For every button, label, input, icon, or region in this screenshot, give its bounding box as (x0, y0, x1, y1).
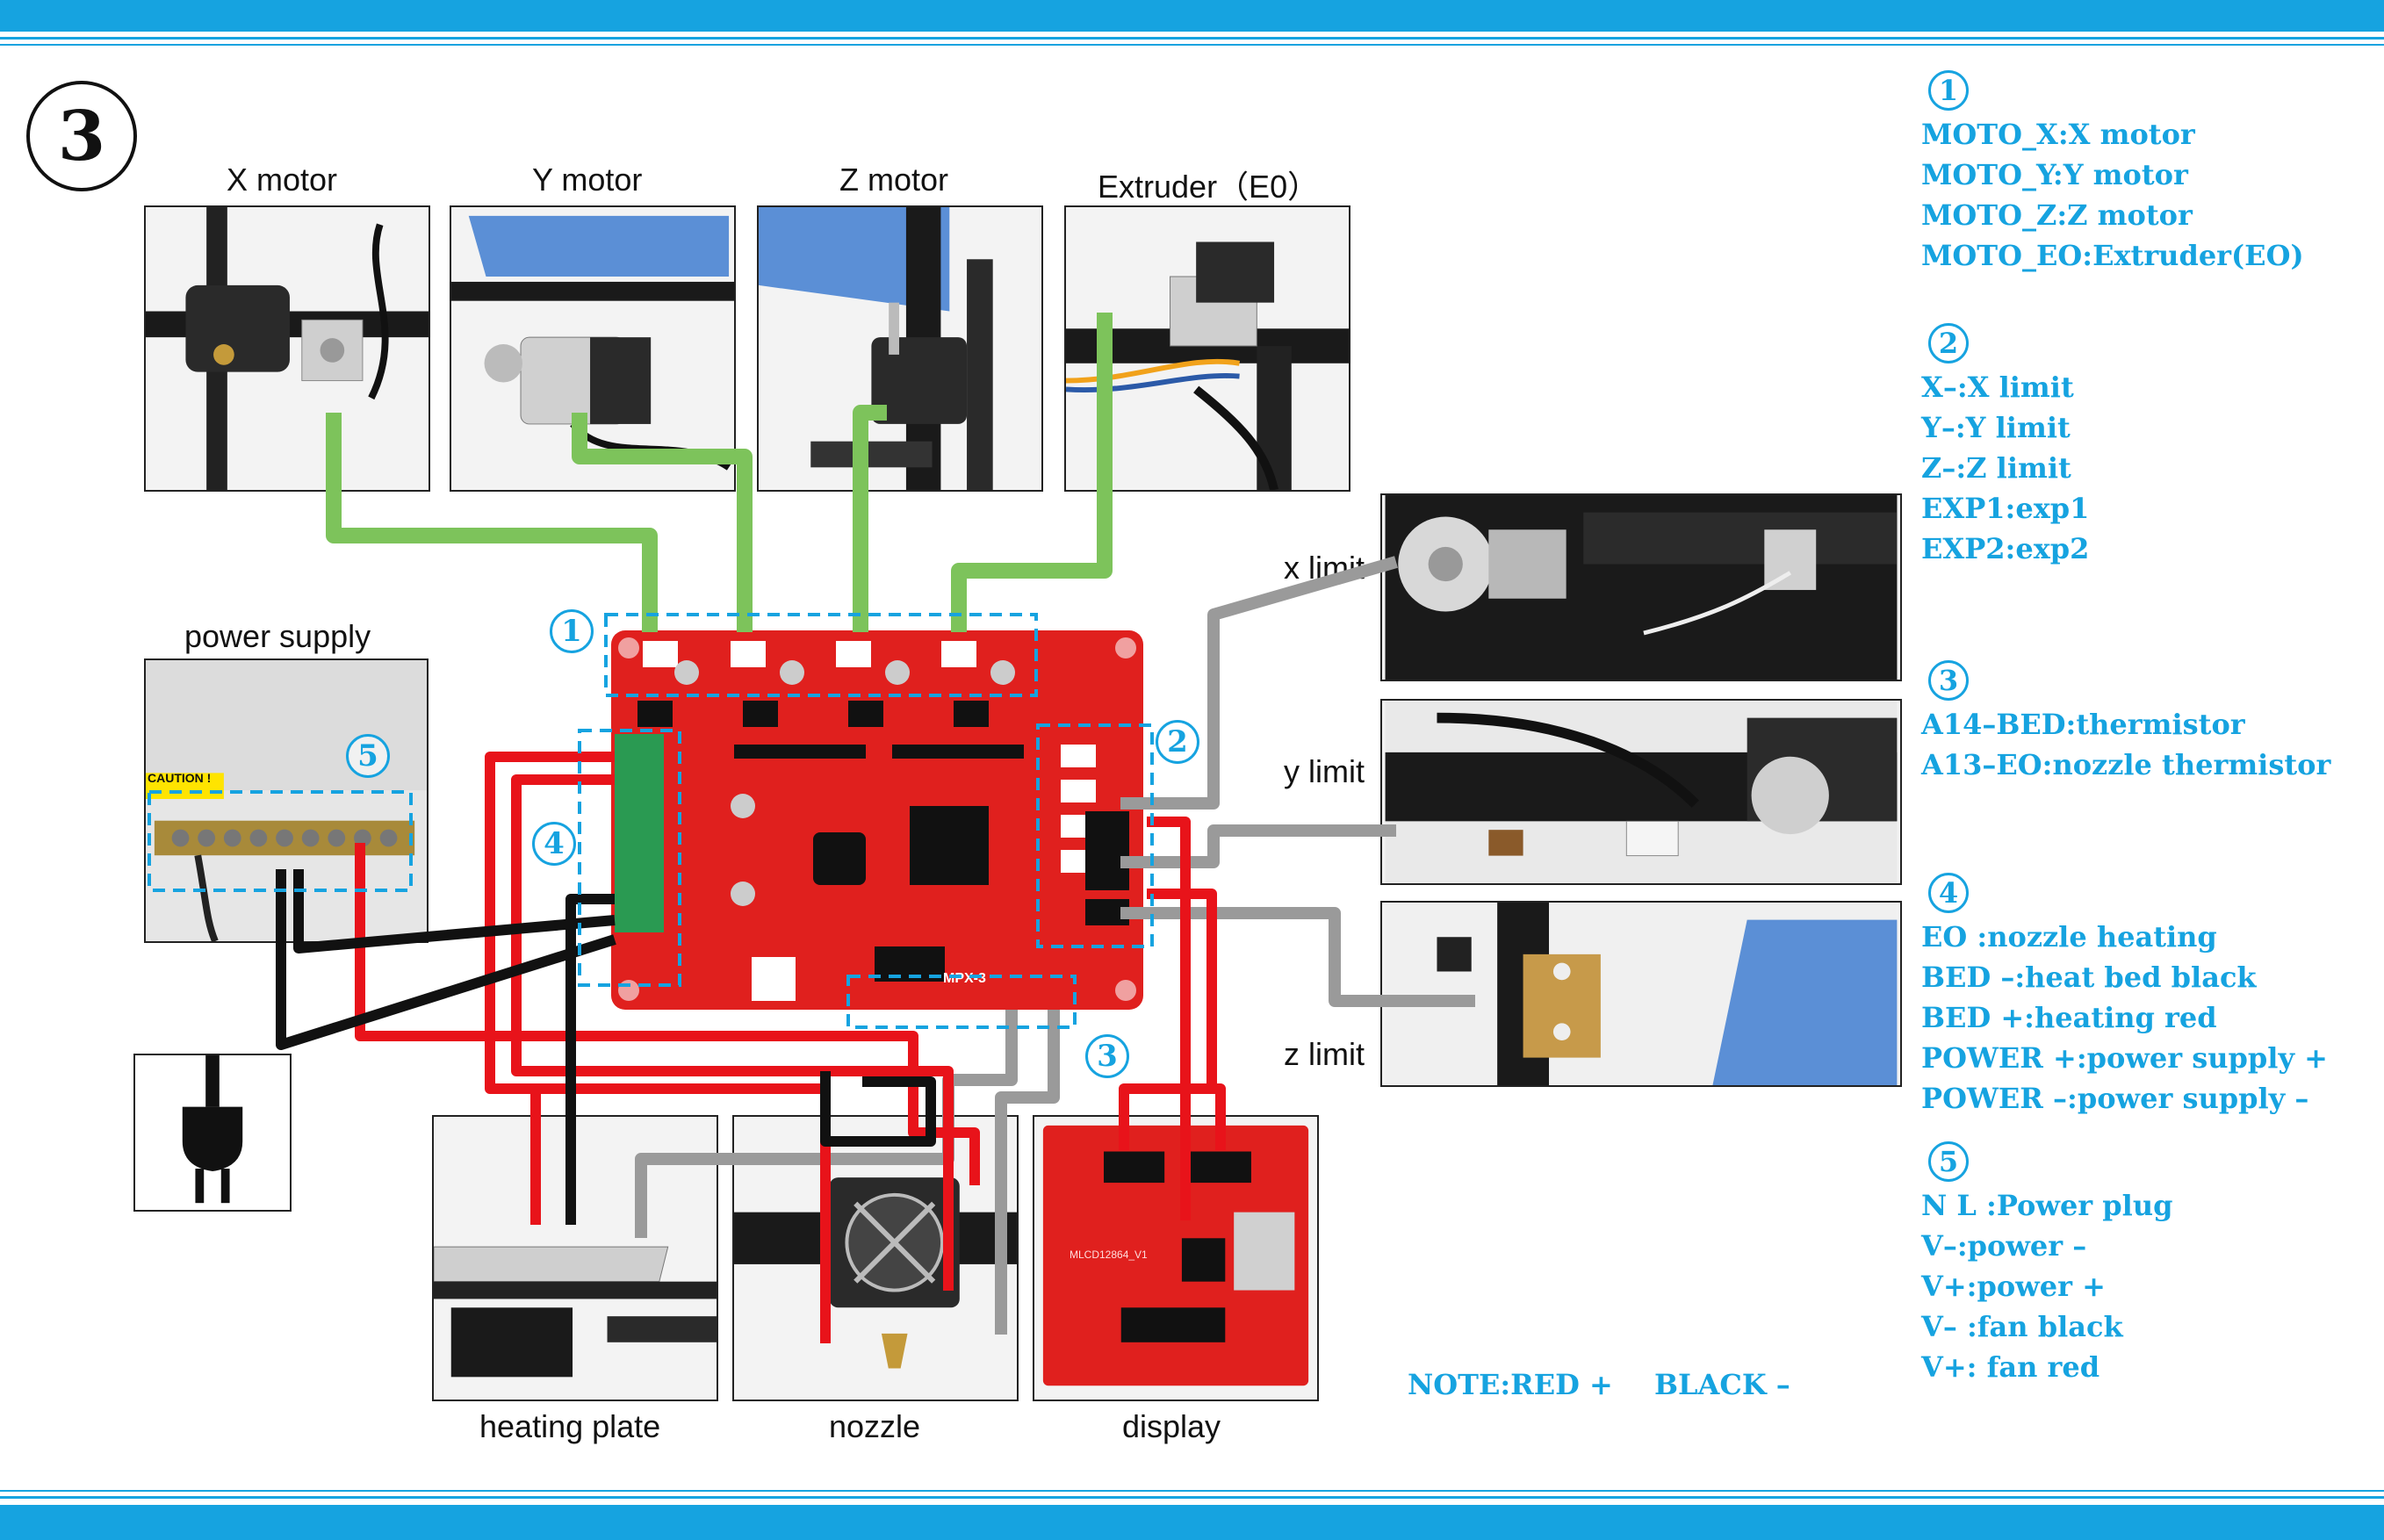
top-border-line (0, 37, 2384, 40)
bottom-border-band (0, 1505, 2384, 1540)
legend-line: BED +:heating red (1921, 1001, 2217, 1034)
power-plug-photo (133, 1054, 292, 1212)
callout-4: 4 (532, 822, 576, 866)
legend-number: 2 (1928, 323, 1969, 363)
legend-group-1: 1 MOTO_X:X motor MOTO_Y:Y motor MOTO_Z:Z… (1921, 70, 2304, 276)
power-plug-icon (135, 1055, 290, 1210)
bottom-border-line (0, 1496, 2384, 1499)
legend-line: MOTO_EO:Extruder(EO) (1921, 239, 2304, 272)
psu-terminals-box (148, 790, 413, 892)
caution-sticker: CAUTION ! (148, 771, 212, 785)
mainboard-photo: MPX-3 (611, 630, 1143, 1010)
legend-line: POWER +:power supply + (1921, 1041, 2328, 1075)
bottom-border-line (0, 1490, 2384, 1492)
mainboard-illustration (611, 630, 1143, 1010)
z-motor-photo (757, 205, 1043, 492)
display-illustration (1034, 1117, 1317, 1400)
thermistor-ports-box (846, 975, 1077, 1029)
nozzle-label: nozzle (829, 1408, 921, 1444)
display-photo: MLCD12864_V1 (1033, 1115, 1319, 1401)
legend-line: EXP1:exp1 (1921, 492, 2090, 525)
x-motor-photo (144, 205, 430, 492)
legend-line: MOTO_Y:Y motor (1921, 158, 2188, 191)
legend-line: N L :Power plug (1921, 1189, 2173, 1222)
note-red: NOTE:RED + (1408, 1368, 1613, 1401)
extruder-photo (1064, 205, 1350, 492)
legend-line: V–:power – (1921, 1229, 2087, 1263)
callout-5: 5 (346, 734, 390, 778)
display-label: display (1122, 1408, 1221, 1444)
negative-wires (276, 869, 936, 1225)
power-supply-label: power supply (184, 618, 371, 654)
legend-line: V+:power + (1921, 1270, 2106, 1303)
legend-group-3: 3 A14–BED:thermistor A13–EO:nozzle therm… (1921, 660, 2330, 785)
extruder-illustration (1066, 207, 1349, 490)
z-limit-illustration (1385, 903, 1898, 1085)
legend-line: A14–BED:thermistor (1921, 708, 2245, 741)
legend-line: EXP2:exp2 (1921, 532, 2090, 565)
legend-number: 4 (1928, 873, 1969, 913)
x-motor-illustration (146, 207, 429, 490)
legend-line: BED –:heat bed black (1921, 961, 2257, 994)
motor-ports-box (604, 613, 1038, 697)
legend-line: Y–:Y limit (1921, 411, 2071, 444)
heating-plate-label: heating plate (479, 1408, 661, 1444)
z-motor-illustration (759, 207, 1041, 490)
wire-color-note: NOTE:RED + BLACK – (1408, 1368, 1790, 1401)
limit-ports-box (1036, 723, 1154, 948)
legend-line: A13–EO:nozzle thermistor (1921, 748, 2331, 781)
legend-group-5: 5 N L :Power plug V–:power – V+:power + … (1921, 1141, 2172, 1387)
z-limit-photo (1380, 901, 1902, 1087)
x-motor-label: X motor (227, 162, 338, 198)
legend-line: POWER –:power supply – (1921, 1082, 2309, 1115)
y-motor-illustration (451, 207, 734, 490)
legend-line: V+: fan red (1921, 1350, 2100, 1384)
power-terminals-box (578, 729, 681, 987)
z-limit-label: z limit (1284, 1036, 1365, 1072)
step-number-badge: 3 (26, 81, 137, 191)
legend-group-2: 2 X–:X limit Y–:Y limit Z–:Z limit EXP1:… (1921, 323, 2089, 569)
extruder-label: Extruder（E0） (1098, 169, 1320, 205)
callout-2: 2 (1156, 720, 1199, 764)
legend-line: MOTO_X:X motor (1921, 118, 2195, 151)
y-limit-illustration (1385, 701, 1898, 883)
y-motor-photo (450, 205, 736, 492)
callout-1: 1 (550, 609, 594, 653)
y-limit-label: y limit (1284, 753, 1365, 789)
legend-number: 1 (1928, 70, 1969, 111)
legend-line: V– :fan black (1921, 1310, 2123, 1343)
legend-number: 3 (1928, 660, 1969, 701)
legend-group-4: 4 EO :nozzle heating BED –:heat bed blac… (1921, 873, 2328, 1119)
legend-line: MOTO_Z:Z motor (1921, 198, 2193, 232)
legend-line: EO :nozzle heating (1921, 920, 2217, 954)
top-border-line (0, 44, 2384, 46)
legend-number: 5 (1928, 1141, 1969, 1182)
legend-line: Z–:Z limit (1921, 451, 2071, 485)
z-motor-label: Z motor (839, 162, 949, 198)
note-black: BLACK – (1653, 1368, 1790, 1401)
motor-wires (326, 313, 1113, 632)
display-model-text: MLCD12864_V1 (1070, 1249, 1148, 1261)
legend-line: X–:X limit (1921, 371, 2074, 404)
y-motor-label: Y motor (532, 162, 643, 198)
x-limit-illustration (1385, 495, 1898, 680)
y-limit-photo (1380, 699, 1902, 885)
callout-3: 3 (1085, 1034, 1129, 1078)
top-border-band (0, 0, 2384, 32)
x-limit-photo (1380, 493, 1902, 681)
